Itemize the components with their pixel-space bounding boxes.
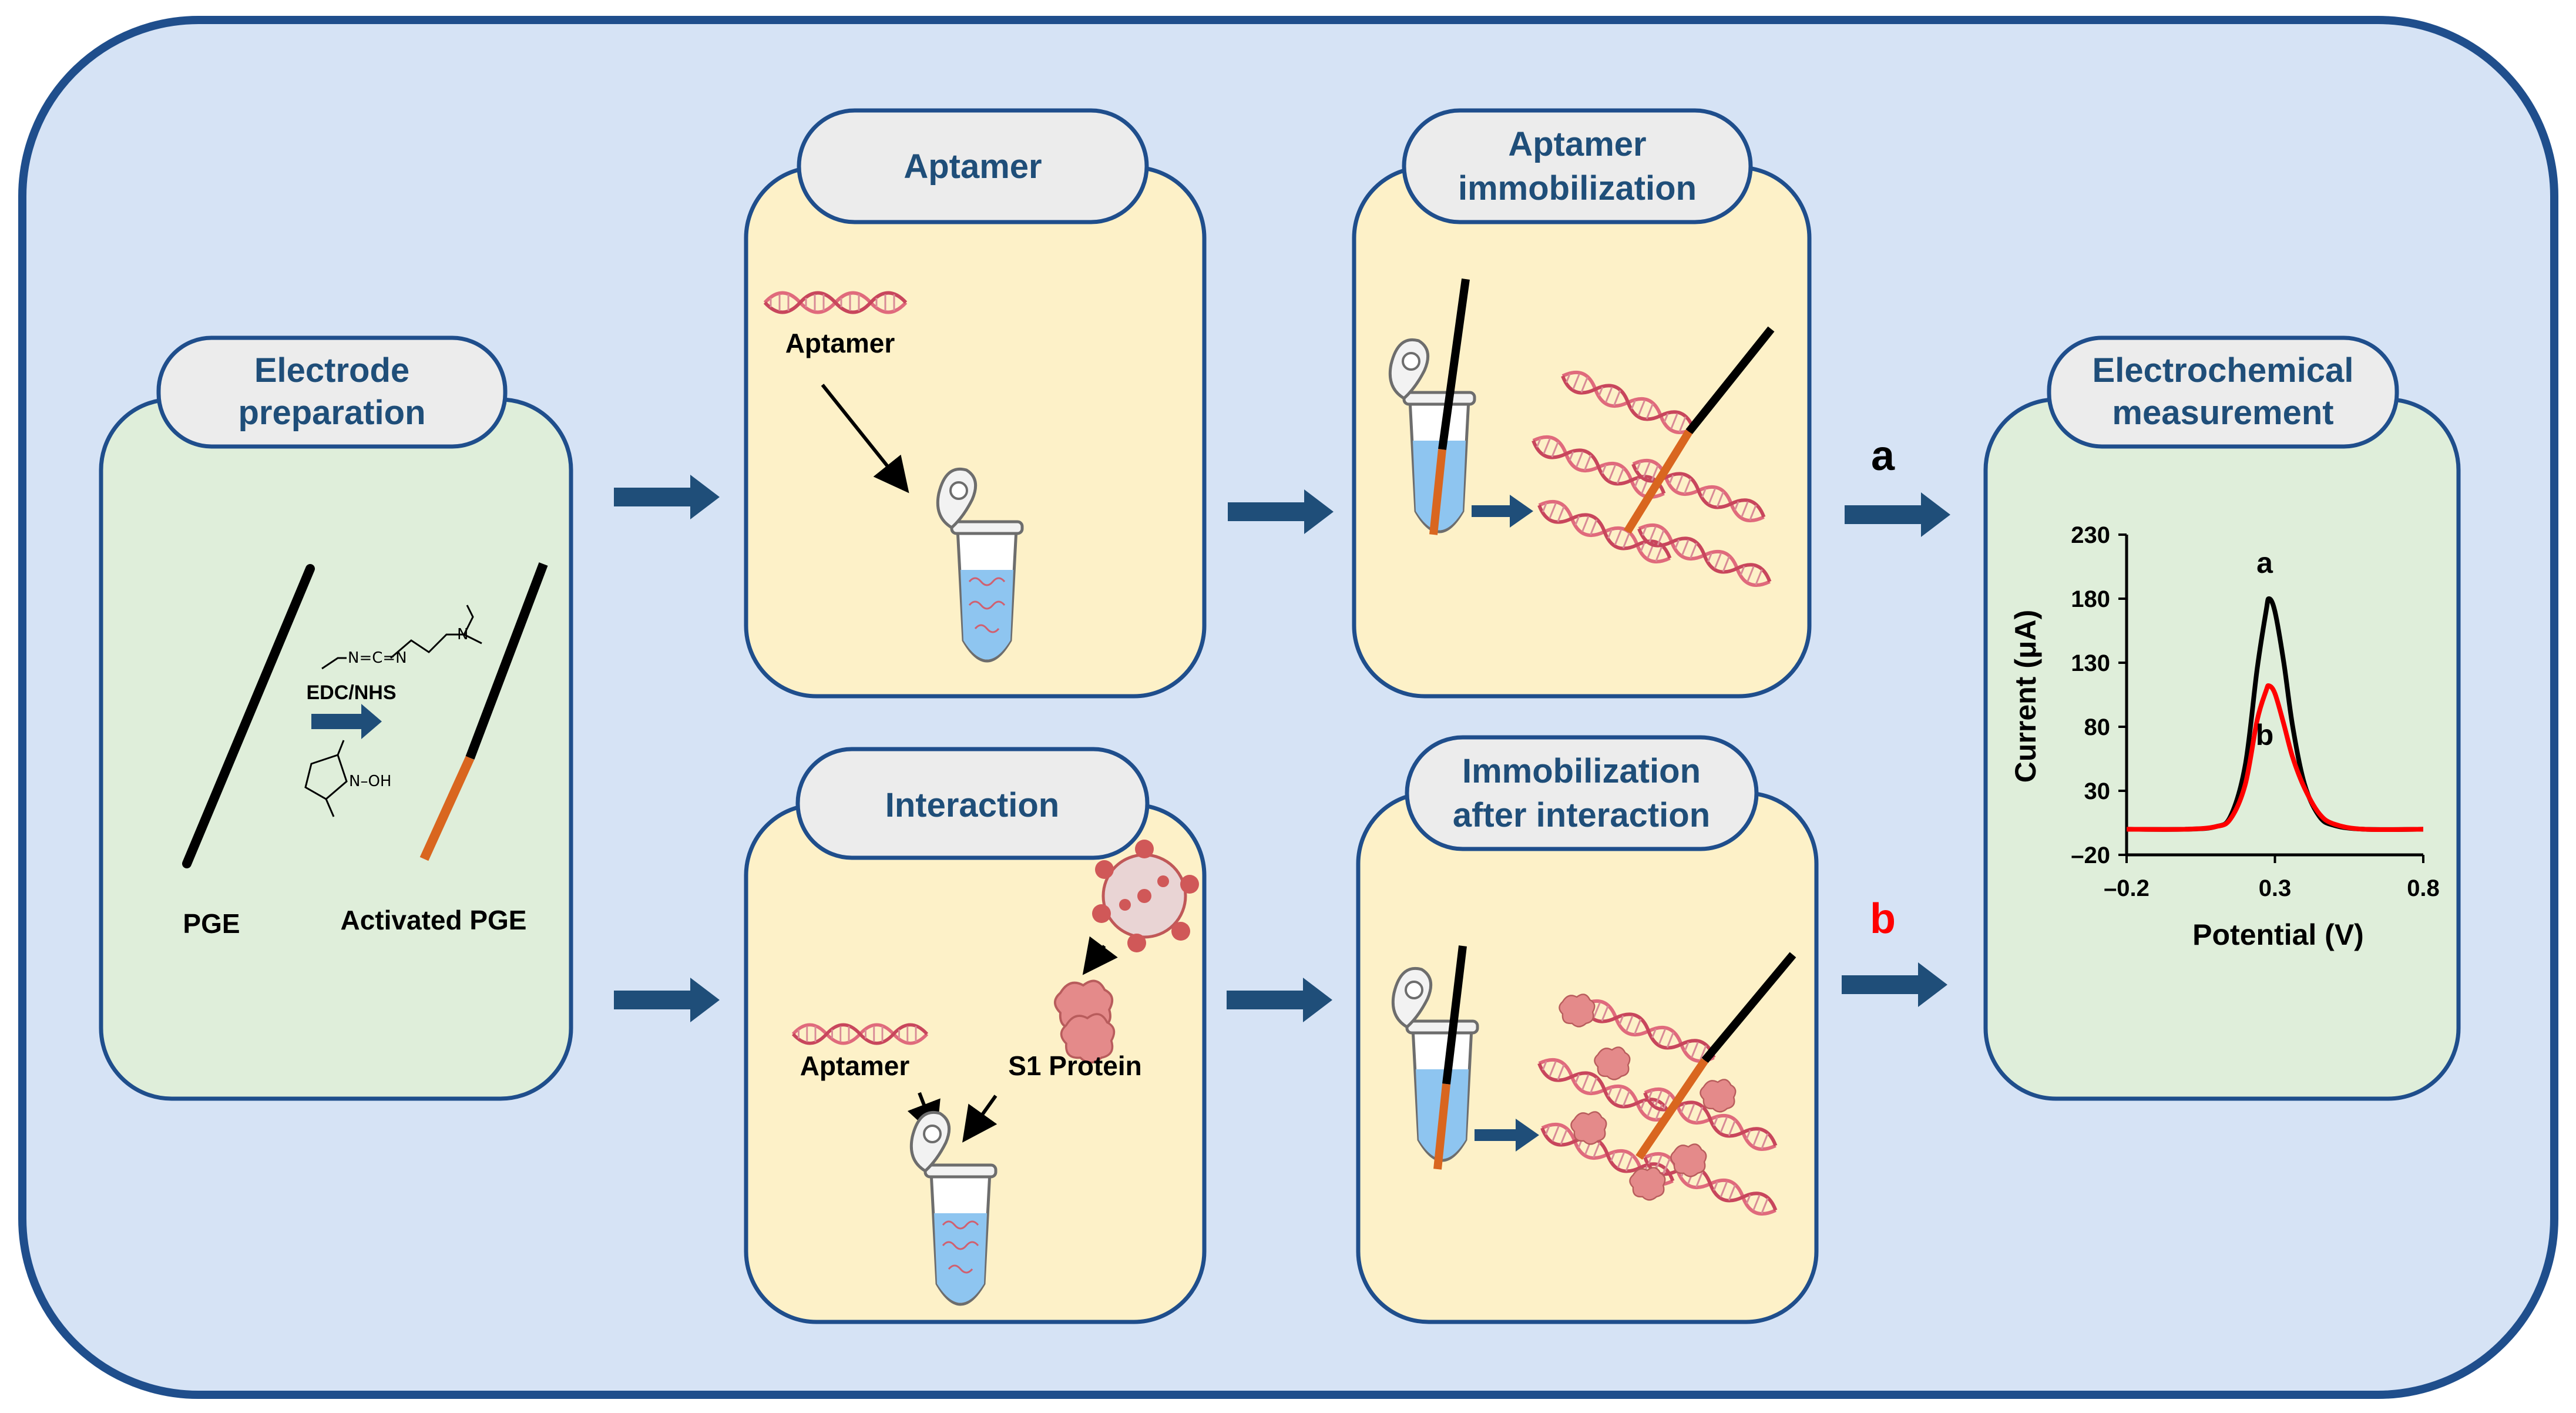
x-ticks: –0.2 0.3 0.8 — [2104, 855, 2440, 901]
activated-pge-rod — [465, 562, 548, 760]
y-axis-label: Current (μA) — [2009, 610, 2042, 783]
y-tick-label: 30 — [2084, 778, 2111, 804]
y-tick-label: –20 — [2071, 843, 2110, 868]
virus-pointer — [1082, 936, 1118, 975]
label-s1-protein: S1 Protein — [1008, 1050, 1142, 1081]
panel-immob-after-title-1: Immobilization — [1462, 752, 1701, 790]
electrode-in-tube-2-tip — [1433, 1083, 1450, 1170]
panel-electrode-title-box — [156, 335, 508, 449]
arrow-to-interaction — [614, 978, 720, 1022]
nhs-label: N–OH — [349, 773, 391, 790]
y-tick-label: 80 — [2084, 714, 2111, 740]
panel-measurement-title-2: measurement — [2112, 394, 2333, 432]
electrode-in-tube-2 — [1442, 945, 1467, 1085]
path-label-b: b — [1870, 895, 1896, 942]
arrow-a — [1845, 492, 1950, 537]
path-label-a: a — [1871, 432, 1895, 479]
voltammogram-chart: 230 180 130 80 30 –20 –0.2 0.3 0.8 a b Potentia… — [2009, 522, 2440, 951]
y-ticks: 230 180 130 80 30 –20 — [2071, 522, 2127, 868]
aptamer-in-tube — [968, 577, 1006, 633]
arrow-b — [1842, 962, 1947, 1007]
series-line-b — [2126, 683, 2424, 833]
panel-electrode-title-1: Electrode — [254, 351, 409, 390]
panel-aptamer-title: Aptamer — [904, 147, 1042, 186]
reagent-label: EDC/NHS — [306, 682, 396, 704]
panel-immob-after-title-box — [1405, 735, 1759, 851]
pge-rod — [182, 564, 315, 868]
pointer-s1-to-tube — [962, 1095, 998, 1143]
label-aptamer-1: Aptamer — [785, 328, 895, 358]
electrode-immobilized-1 — [1685, 326, 1775, 435]
panel-measurement-title-box — [2047, 335, 2399, 449]
label-pge: PGE — [183, 908, 240, 939]
x-tick-label: 0.3 — [2259, 875, 2292, 901]
label-activated-pge: Activated PGE — [341, 905, 527, 935]
outer-frame — [18, 16, 2558, 1399]
edc-label-n2: N — [457, 626, 468, 643]
electrode-immobilized-2 — [1701, 952, 1796, 1063]
x-tick-label: –0.2 — [2104, 875, 2150, 901]
activated-pge-tip — [419, 756, 475, 861]
panel-measurement-title-1: Electrochemical — [2093, 351, 2354, 390]
panel-aptamer-title-box — [797, 108, 1149, 224]
mixture-in-tube — [942, 1220, 979, 1274]
arrow-small-2 — [1475, 1119, 1539, 1152]
reagent-arrow — [311, 704, 382, 739]
panel-interaction-title: Interaction — [885, 786, 1060, 824]
curve-label-b: b — [2256, 719, 2274, 751]
electrode-immobilized-1-tip — [1624, 429, 1692, 534]
edc-structure — [321, 605, 482, 670]
x-axis-label: Potential (V) — [2192, 918, 2364, 951]
panel-interaction-title-box — [795, 747, 1150, 860]
series-lines — [2126, 596, 2424, 833]
arrow-small-1 — [1472, 495, 1533, 528]
aptamer-pointer — [821, 384, 909, 494]
electrode-immobilized-2-tip — [1635, 1058, 1708, 1160]
arrow-to-immobilization — [1228, 489, 1334, 534]
panel-measurement — [1983, 397, 2461, 1101]
x-tick-label: 0.8 — [2407, 875, 2440, 901]
panel-immobilization-title-2: immobilization — [1458, 169, 1697, 207]
y-tick-label: 230 — [2071, 522, 2110, 548]
panel-immobilization-title-1: Aptamer — [1508, 125, 1646, 163]
electrode-in-tube-1 — [1438, 278, 1470, 450]
curve-label-a: a — [2256, 546, 2273, 579]
nhs-structure — [304, 740, 348, 817]
panel-immob-after-title-2: after interaction — [1453, 796, 1710, 834]
arrow-to-immob-after — [1227, 978, 1332, 1022]
arrow-to-aptamer — [614, 475, 720, 519]
y-tick-label: 130 — [2071, 650, 2110, 676]
virus-icon — [1092, 840, 1199, 952]
edc-label-n1: N=C=N — [348, 649, 407, 667]
label-aptamer-2: Aptamer — [800, 1050, 910, 1081]
y-tick-label: 180 — [2071, 586, 2110, 612]
electrode-in-tube-1-tip — [1429, 449, 1446, 535]
panel-electrode — [99, 397, 573, 1101]
panel-immobilization-title-box — [1402, 108, 1753, 224]
panel-electrode-title-2: preparation — [238, 394, 425, 432]
